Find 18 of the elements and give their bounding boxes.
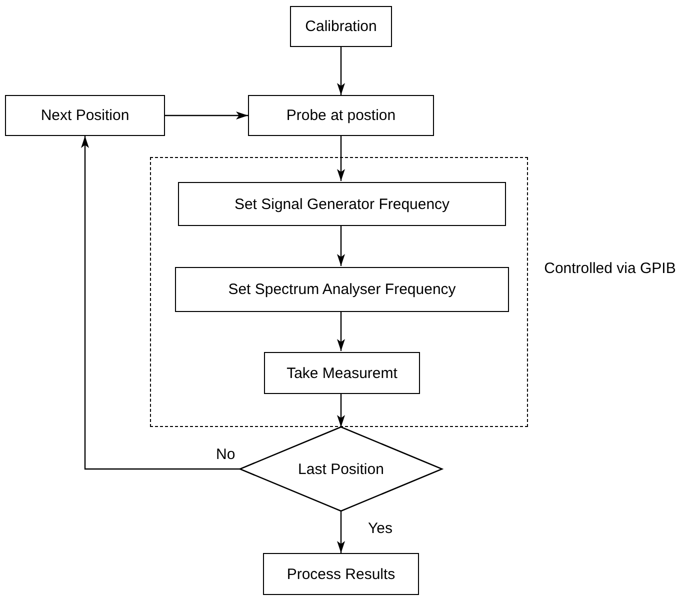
arrow bbox=[337, 393, 345, 427]
arrow bbox=[81, 136, 240, 470]
process-box: Take Measuremt bbox=[264, 352, 420, 394]
arrow bbox=[337, 136, 345, 181]
process-box: Set Spectrum Analyser Frequency bbox=[175, 267, 509, 312]
annotation-text: Controlled via GPIB bbox=[543, 259, 677, 279]
arrow bbox=[337, 511, 345, 553]
arrow bbox=[337, 311, 345, 351]
process-box: Process Results bbox=[263, 553, 419, 595]
arrow bbox=[165, 112, 248, 120]
arrow bbox=[337, 225, 345, 266]
process-box: Probe at postion bbox=[248, 95, 434, 136]
decision-diamond: Last Position bbox=[240, 427, 442, 511]
process-box: Calibration bbox=[290, 6, 392, 47]
process-box: Set Signal Generator Frequency bbox=[178, 182, 506, 226]
arrow bbox=[337, 47, 345, 95]
dashed-group-box bbox=[150, 157, 528, 427]
process-box: Next Position bbox=[5, 95, 165, 136]
